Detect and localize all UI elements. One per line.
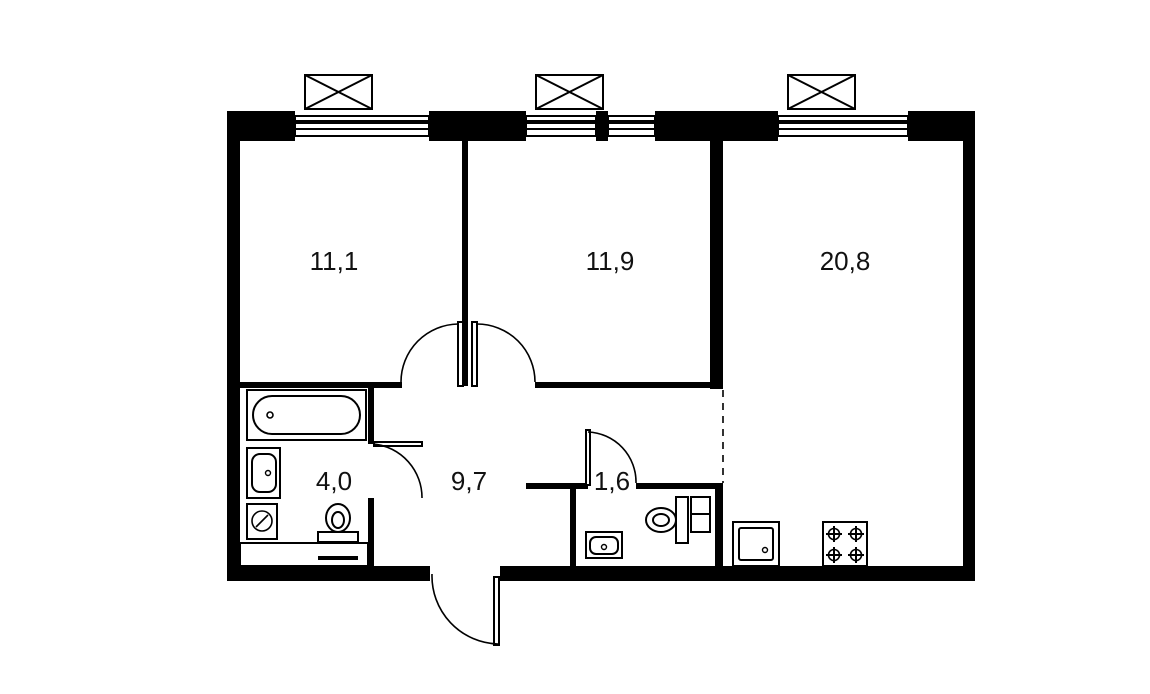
window-icon (525, 115, 597, 137)
bathtub-icon (246, 389, 367, 441)
room-area-label: 11,9 (586, 246, 635, 276)
window-icon (607, 115, 656, 137)
toilet-icon (645, 496, 689, 544)
window-icon (294, 115, 430, 137)
washing-machine-icon (246, 503, 278, 540)
interior-walls (240, 141, 723, 566)
door-swing-icon (471, 321, 536, 387)
door-swing-icon (431, 573, 500, 646)
stove-icon (822, 521, 868, 567)
room-area-label: 11,1 (310, 246, 359, 276)
toilet-icon (317, 503, 359, 543)
ac-unit-icon (535, 74, 604, 110)
room-area-label: 20,8 (820, 246, 871, 276)
door-swing-icon (373, 441, 423, 499)
radiator-icon (318, 556, 358, 560)
sink-icon (246, 447, 281, 499)
room-area-label: 9,7 (451, 466, 487, 496)
bathroom-ledge (239, 542, 369, 567)
sink-icon (585, 531, 623, 559)
room-area-label: 1,6 (594, 466, 630, 496)
door-swing-icon (400, 321, 464, 387)
window-icon (777, 115, 909, 137)
door-swing-icon (585, 429, 637, 486)
ac-unit-icon (304, 74, 373, 110)
outer-walls (227, 111, 975, 581)
ac-unit-icon (787, 74, 856, 110)
window-mullion (596, 111, 608, 141)
riser-icon (690, 496, 711, 533)
kitchen-sink-icon (732, 521, 780, 567)
room-area-label: 4,0 (316, 466, 352, 496)
